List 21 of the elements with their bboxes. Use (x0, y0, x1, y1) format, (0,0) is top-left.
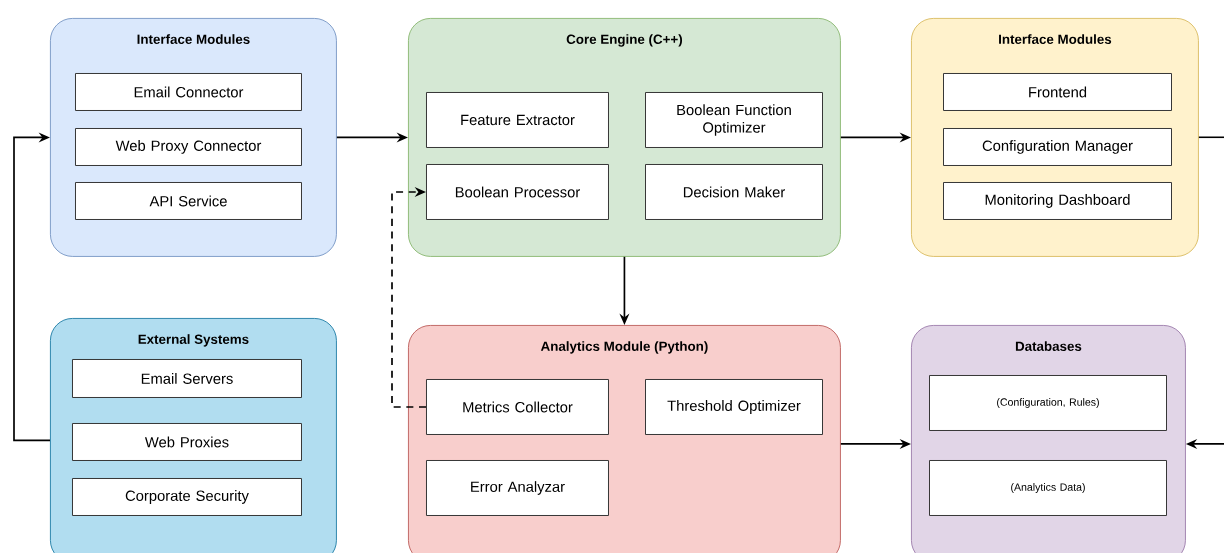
component-box: Threshold Optimizer (645, 379, 823, 435)
component-box: Email Servers (72, 359, 302, 398)
component-box: Error Analyzar (426, 460, 609, 516)
component-box: API Service (75, 182, 302, 220)
component-box: Web Proxies (72, 423, 302, 461)
component-box: Configuration Manager (943, 128, 1172, 166)
component-box: Frontend (943, 73, 1172, 111)
component-box: Boolean Processor (426, 164, 609, 220)
component-box: Email Connector (75, 73, 302, 111)
component-box: (Configuration, Rules) (929, 375, 1167, 431)
component-box: Decision Maker (645, 164, 823, 220)
component-box: (Analytics Data) (929, 460, 1167, 516)
component-box: Boolean Function Optimizer (645, 92, 823, 148)
connector-line (1198, 136, 1224, 139)
dashed-arrow (391, 186, 427, 408)
component-box: Monitoring Dashboard (943, 182, 1172, 220)
arrow (13, 132, 51, 442)
component-box: Feature Extractor (426, 92, 609, 148)
component-box: Metrics Collector (426, 379, 609, 435)
component-box: Corporate Security (72, 478, 302, 516)
component-box: Web Proxy Connector (75, 128, 302, 166)
